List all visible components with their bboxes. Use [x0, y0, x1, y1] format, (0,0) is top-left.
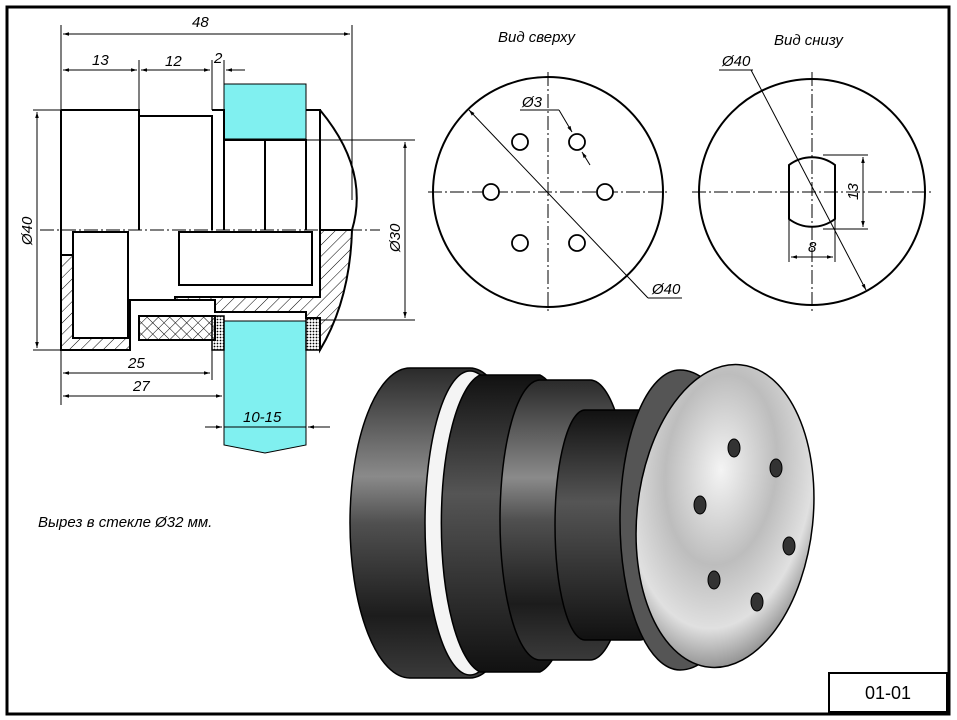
- dim-12: 12: [165, 53, 182, 70]
- sheet-frame: [5, 5, 951, 716]
- dim-glass: 10-15: [243, 409, 282, 426]
- 3d-render: [349, 363, 815, 679]
- dim-2: 2: [213, 50, 223, 67]
- title-block: [828, 672, 948, 713]
- bottom-dia40: Ø40: [721, 53, 751, 70]
- glass-bottom: [223, 320, 307, 454]
- slot-width: 8: [808, 239, 817, 256]
- dim-13: 13: [92, 52, 109, 69]
- hole-dia: Ø3: [521, 94, 543, 111]
- top-view: Вид сверху Ø40 Ø3: [428, 29, 682, 312]
- slot-height: 13: [845, 183, 862, 200]
- dim-48: 48: [192, 14, 209, 31]
- dim-27: 27: [132, 378, 150, 395]
- sheet-number: 01-01: [865, 683, 911, 703]
- bottom-view-title: Вид снизу: [774, 32, 844, 49]
- glass-cutout-note: Вырез в стекле Ø32 мм.: [38, 514, 212, 531]
- dim-dia40: Ø40: [19, 216, 36, 246]
- section-view: 48 13 12 2 Ø40 Ø30 25 27 10-15: [19, 14, 415, 454]
- dim-dia30: Ø30: [387, 223, 404, 253]
- dim-25: 25: [127, 355, 145, 372]
- top-view-title: Вид сверху: [498, 29, 576, 46]
- bottom-view: Вид снизу Ø40 13 8: [692, 32, 932, 312]
- glass-top: [223, 83, 307, 140]
- top-dia40: Ø40: [651, 281, 681, 298]
- face-plate: [635, 363, 815, 669]
